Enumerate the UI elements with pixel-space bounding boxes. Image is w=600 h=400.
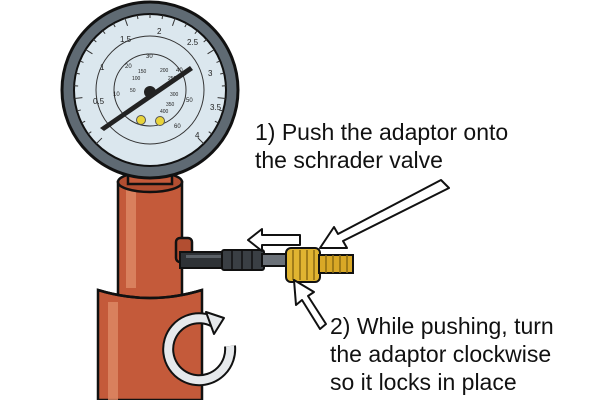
step2-line: 2) While pushing, turn [330, 313, 554, 339]
outer-scale-label: 0.5 [93, 97, 105, 106]
gauge-tick [171, 18, 176, 26]
brass-adaptor [285, 247, 354, 283]
gauge-tick [75, 72, 80, 75]
gauge-tick [208, 131, 213, 135]
pointer-arrow-step2 [293, 279, 327, 330]
pointer-arrow-step1 [319, 179, 450, 249]
inner-scale-label: 400 [160, 109, 169, 115]
middle-scale-label: 40 [176, 68, 183, 74]
step2-line: the adaptor clockwise [330, 341, 552, 367]
gauge-tick [220, 72, 225, 75]
outer-scale-label: 2 [157, 27, 162, 36]
outer-scale-label: 4 [195, 131, 200, 140]
gauge-tick [219, 109, 224, 112]
step1-line: the schrader valve [255, 147, 443, 173]
middle-scale-label: 20 [125, 64, 132, 70]
outer-scale-label: 3.5 [210, 103, 222, 112]
gauge-tick [81, 120, 86, 124]
gauge-tick [95, 137, 103, 145]
step2-instruction: 2) While pushing, turn the adaptor clock… [330, 312, 554, 396]
hose-fitting [221, 249, 265, 271]
gauge-tick [194, 30, 198, 35]
gauge-needle [100, 66, 193, 131]
inner-scale-label: 200 [160, 68, 169, 74]
gauge-tick [197, 137, 205, 145]
schrader-valve [261, 253, 289, 267]
middle-scale-label: 10 [113, 92, 120, 98]
gauge-tick [79, 60, 84, 63]
step1-line: 1) Push the adaptor onto [255, 119, 509, 145]
gauge-tick [184, 23, 188, 28]
gauge-ticks [74, 14, 226, 145]
gauge-tick [92, 38, 97, 43]
pressure-gauge: 0.5 1 1.5 2 2.5 3 3.5 4 10 20 30 40 50 6… [60, 0, 240, 180]
gauge-tick [207, 49, 215, 55]
indicator-dot [136, 115, 146, 125]
gauge-tick [102, 30, 106, 35]
gauge-tick [217, 97, 226, 100]
gauge-tick [136, 14, 139, 20]
inner-scale-label: 300 [170, 92, 179, 98]
gauge-tick [161, 14, 164, 20]
gauge-tick [74, 97, 83, 100]
inner-scale-label: 100 [132, 76, 141, 82]
gauge-tick [112, 23, 116, 28]
middle-scale-label: 60 [174, 124, 181, 130]
outer-scale-label: 1 [100, 63, 105, 72]
step2-line: so it locks in place [330, 369, 517, 395]
inner-scale-label: 50 [130, 88, 136, 94]
inner-scale-label: 150 [138, 69, 147, 75]
gauge-tick [124, 18, 129, 26]
gauge-tick [214, 120, 219, 124]
inner-scale-label: 350 [166, 102, 175, 108]
middle-scale-label: 50 [186, 98, 193, 104]
gauge-tick [85, 49, 93, 55]
gauge-tick [203, 38, 208, 43]
gauge-tick [76, 109, 81, 112]
left-arrow-icon [247, 228, 301, 252]
outer-scale-label: 2.5 [187, 38, 199, 47]
gauge-tick [87, 131, 92, 135]
outer-scale-label: 1.5 [120, 35, 132, 44]
step1-instruction: 1) Push the adaptor onto the schrader va… [255, 118, 508, 174]
pump-body [96, 158, 204, 400]
gauge-tick [216, 60, 221, 63]
clockwise-rotate-icon [162, 311, 237, 387]
indicator-dot [155, 116, 165, 126]
hose-assembly [179, 249, 289, 271]
outer-scale-label: 3 [208, 69, 213, 78]
middle-scale-label: 30 [146, 54, 153, 60]
